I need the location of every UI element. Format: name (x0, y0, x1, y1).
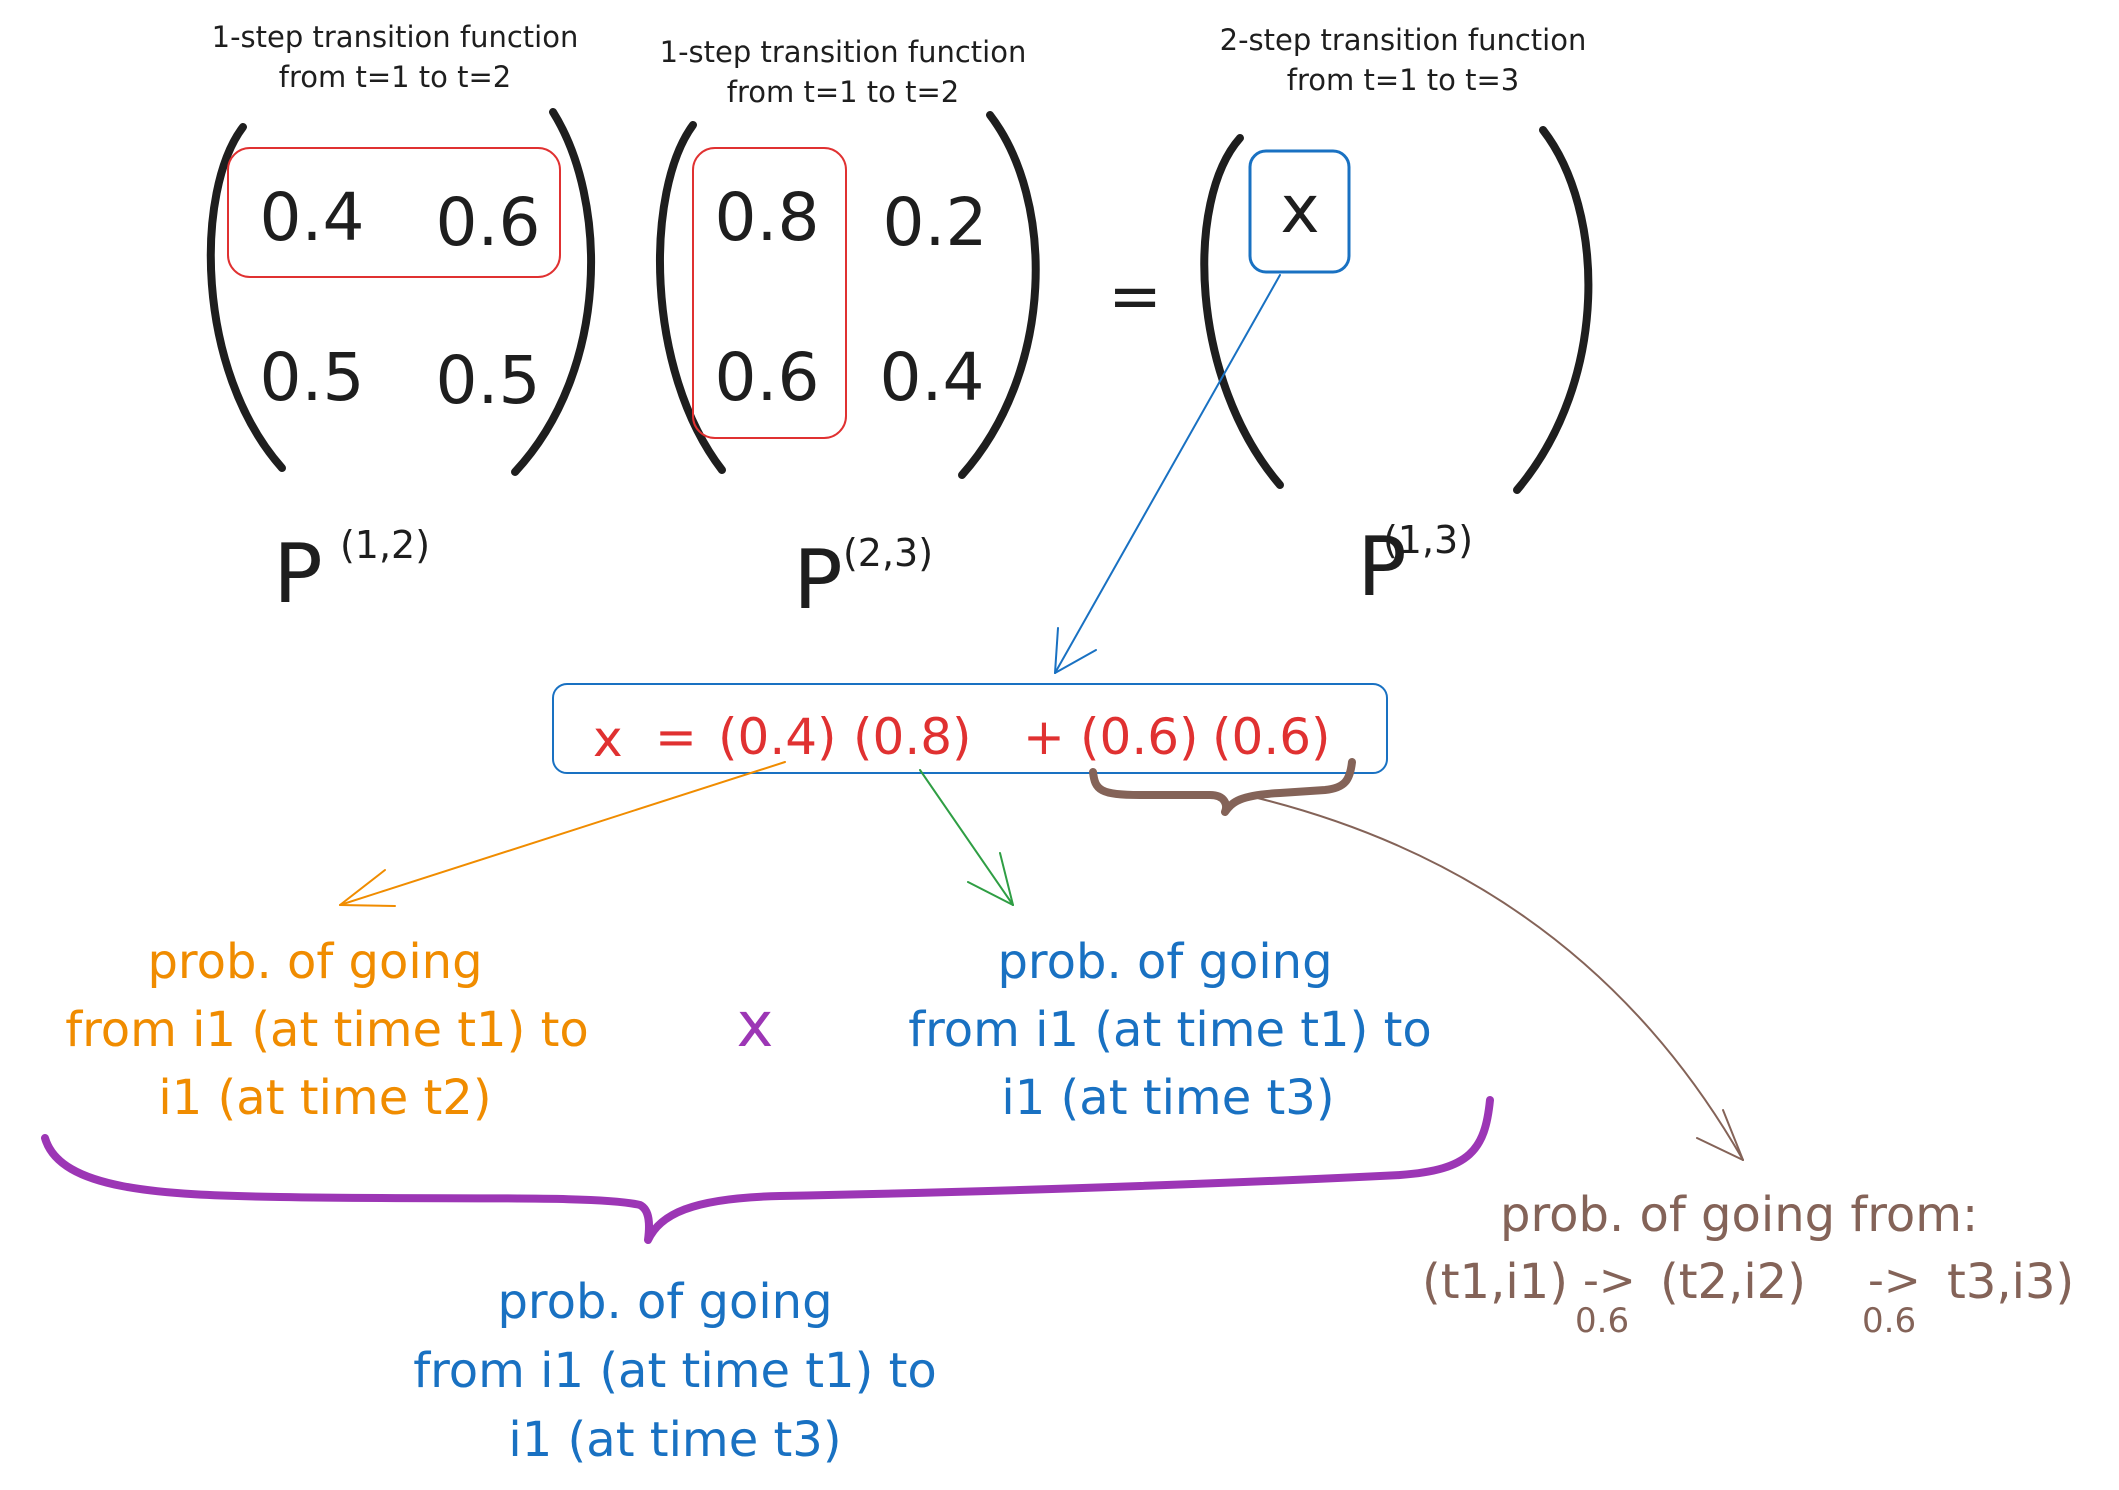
matrix3: x P (1,3) (1200, 126, 1593, 615)
matrix2-cell: 0.6 (715, 339, 820, 416)
matrix2-column-highlight (692, 147, 847, 439)
formula-equals: = (655, 708, 697, 766)
brown-arrow-1: -> (1583, 1255, 1636, 1306)
matrix3-left-paren (1200, 134, 1284, 489)
matrix2-cell: 0.4 (880, 339, 985, 416)
blue-right-line: from i1 (at time t1) to (908, 1002, 1432, 1058)
brown-line1: prob. of going from: (1500, 1187, 1978, 1243)
matrix1-header-line1: 1-step transition function (212, 20, 579, 54)
formula-plus: + (1023, 708, 1065, 766)
blue-right-line: i1 (at time t3) (1001, 1070, 1334, 1126)
matrix2-label: P (793, 533, 842, 628)
cell-to-formula-arrow (1054, 274, 1281, 674)
orange-annotation: prob. of going from i1 (at time t1) to i… (65, 934, 589, 1126)
matrix2-header: 1-step transition function from t=1 to t… (660, 35, 1027, 109)
matrix1-cell: 0.5 (436, 342, 541, 419)
brown-arrow (1244, 794, 1744, 1161)
matrix1-header-line2: from t=1 to t=2 (279, 60, 512, 94)
matrix3-cell: x (1280, 171, 1319, 248)
matrix1-left-paren (206, 123, 286, 472)
matrix1-row-highlight (227, 147, 561, 278)
formula-term-0-6b: (0.6) (1212, 708, 1331, 766)
brown-path-t1: (t1,i1) (1422, 1254, 1568, 1310)
brown-arrow-2: -> (1868, 1255, 1921, 1306)
orange-line: prob. of going (147, 934, 482, 990)
brown-brace (1089, 758, 1356, 816)
matrix1-cell: 0.4 (260, 179, 365, 256)
blue-bottom-line: i1 (at time t3) (508, 1412, 841, 1468)
formula-term-0-8: (0.8) (853, 708, 972, 766)
matrix2-left-paren (656, 121, 726, 474)
matrix2-cell: 0.8 (715, 179, 820, 256)
blue-bottom-line: from i1 (at time t1) to (413, 1343, 937, 1399)
matrix3-header: 2-step transition function from t=1 to t… (1220, 23, 1587, 97)
matrix2-header-line2: from t=1 to t=2 (727, 75, 960, 109)
matrix2-cell: 0.2 (883, 184, 988, 261)
matrix1: 0.4 0.6 0.5 0.5 P (1,2) (206, 108, 596, 622)
brown-path-t2: (t2,i2) (1660, 1254, 1806, 1310)
brown-annotation: prob. of going from: (t1,i1) -> (t2,i2) … (1422, 1187, 2074, 1341)
matrix3-superscript: (1,3) (1383, 518, 1473, 562)
multiply-symbol: x (737, 988, 774, 1061)
formula-box (552, 683, 1388, 774)
matrix1-right-paren (511, 108, 596, 476)
purple-brace (41, 1096, 1494, 1244)
matrix1-header: 1-step transition function from t=1 to t… (212, 20, 579, 94)
formula-term-0-4: (0.4) (718, 708, 837, 766)
brown-path-t3: t3,i3) (1947, 1254, 2074, 1310)
orange-line: from i1 (at time t1) to (65, 1002, 589, 1058)
matrix3-header-line1: 2-step transition function (1220, 23, 1587, 57)
orange-line: i1 (at time t2) (158, 1070, 491, 1126)
formula-term-0-6a: (0.6) (1080, 708, 1199, 766)
blue-right-line: prob. of going (997, 934, 1332, 990)
matrix2-superscript: (2,3) (843, 531, 933, 575)
matrix1-label: P (273, 527, 322, 622)
matrix3-label: P (1357, 520, 1406, 615)
green-arrow (919, 769, 1014, 906)
formula-x: x (593, 710, 623, 768)
matrix1-superscript: (1,2) (340, 523, 430, 567)
blue-bottom-annotation: prob. of going from i1 (at time t1) to i… (413, 1274, 937, 1468)
matrix3-header-line2: from t=1 to t=3 (1287, 63, 1520, 97)
matrix2-header-line1: 1-step transition function (660, 35, 1027, 69)
matrix2: 0.8 0.2 0.6 0.4 P (2,3) (656, 111, 1040, 628)
formula: x = (0.4) (0.8) + (0.6) (0.6) (552, 683, 1388, 774)
matrix3-cell-highlight (1248, 149, 1351, 274)
blue-bottom-line: prob. of going (497, 1274, 832, 1330)
equals-sign: = (1108, 260, 1162, 334)
matrix1-cell: 0.5 (260, 339, 365, 416)
blue-right-annotation: prob. of going from i1 (at time t1) to i… (908, 934, 1432, 1126)
matrix2-right-paren (958, 111, 1040, 479)
matrix3-right-paren (1513, 126, 1593, 494)
brown-prob-1: 0.6 (1575, 1301, 1629, 1341)
orange-arrow (339, 761, 786, 907)
matrix1-cell: 0.6 (436, 184, 541, 261)
brown-prob-2: 0.6 (1862, 1301, 1916, 1341)
